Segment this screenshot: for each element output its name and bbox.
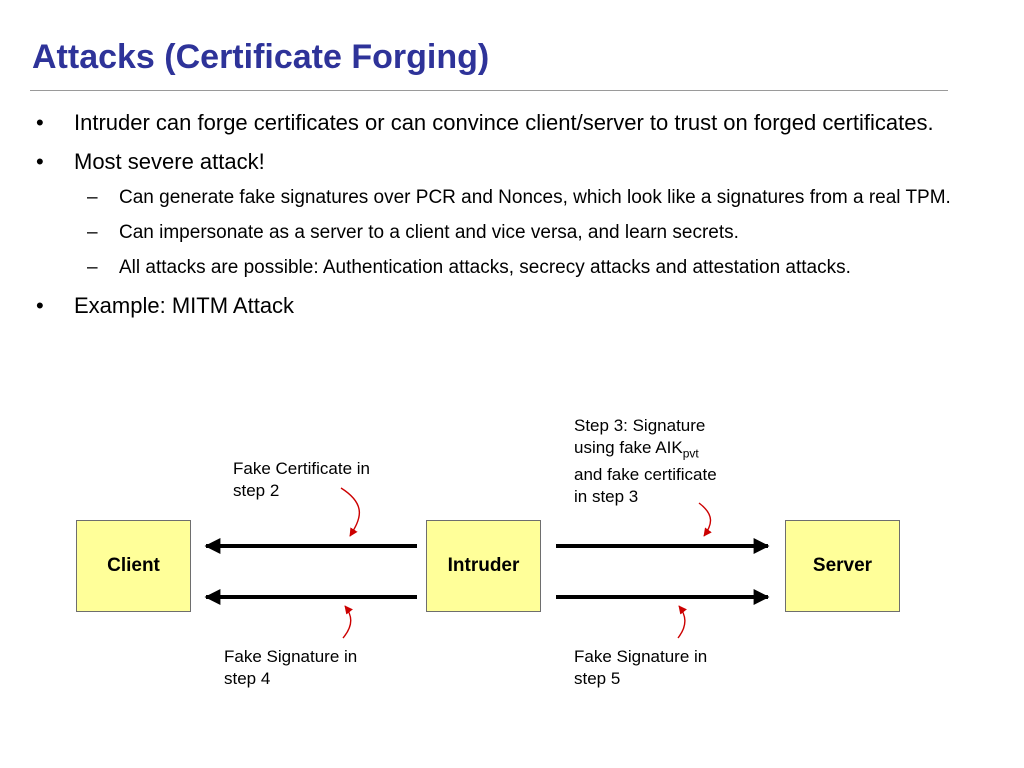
bullet-list: • Intruder can forge certificates or can… (32, 108, 962, 330)
bullet-marker: • (36, 293, 44, 318)
step2-label-line: step 2 (233, 481, 280, 500)
bullet-text: Intruder can forge certificates or can c… (74, 110, 934, 135)
slide-title: Attacks (Certificate Forging) (32, 38, 490, 76)
step3-aik-subscript: pvt (682, 446, 699, 461)
server-label: Server (812, 555, 873, 576)
sub-bullet-item: – All attacks are possible: Authenticati… (32, 256, 962, 280)
intruder-label: Intruder (447, 555, 520, 576)
pointer-step3 (698, 502, 712, 537)
step3-label-line: in step 3 (574, 487, 639, 507)
sub-bullet-text: All attacks are possible: Authentication… (119, 257, 851, 278)
step3-label-line: using fake AIKpvt (574, 437, 717, 464)
step3-label: Step 3: Signature using fake AIKpvt and … (574, 415, 717, 508)
bullet-item: • Example: MITM Attack (32, 291, 962, 320)
sub-bullet-marker: – (87, 222, 98, 243)
pointer-step2 (340, 487, 360, 537)
step4-label: Fake Signature in step 4 (224, 646, 357, 690)
bullet-item: • Most severe attack! (32, 147, 962, 176)
pointer-step5 (677, 605, 687, 639)
client-label: Client (107, 555, 160, 576)
title-divider (30, 90, 948, 91)
sub-bullet-text: Can generate fake signatures over PCR an… (119, 187, 951, 208)
step2-label-line: Fake Certificate in (233, 459, 370, 478)
step5-label-line: Fake Signature in (574, 647, 708, 666)
sub-bullet-text: Can impersonate as a server to a client … (119, 222, 739, 243)
step3-label-line: and fake certificate (574, 465, 717, 485)
pointer-step4 (342, 605, 353, 639)
sub-bullet-marker: – (87, 257, 98, 278)
step2-label: Fake Certificate in step 2 (233, 458, 370, 502)
client-node: Client (76, 520, 191, 612)
sub-bullet-marker: – (87, 187, 98, 208)
server-node: Server (785, 520, 900, 612)
step4-label-line: Fake Signature in (224, 647, 358, 666)
sub-bullet-item: – Can impersonate as a server to a clien… (32, 221, 962, 245)
step3-label-line: Step 3: Signature (574, 416, 706, 435)
step4-label-line: step 4 (224, 669, 271, 688)
step5-label: Fake Signature in step 5 (574, 646, 707, 690)
sub-bullet-item: – Can generate fake signatures over PCR … (32, 186, 962, 210)
bullet-item: • Intruder can forge certificates or can… (32, 108, 962, 137)
bullet-marker: • (36, 110, 44, 135)
bullet-marker: • (36, 149, 44, 174)
step5-label-line: step 5 (574, 669, 621, 688)
intruder-node: Intruder (426, 520, 541, 612)
bullet-text: Most severe attack! (74, 149, 265, 174)
step3-aik-text: using fake AIK (574, 438, 683, 457)
bullet-text: Example: MITM Attack (74, 293, 295, 318)
